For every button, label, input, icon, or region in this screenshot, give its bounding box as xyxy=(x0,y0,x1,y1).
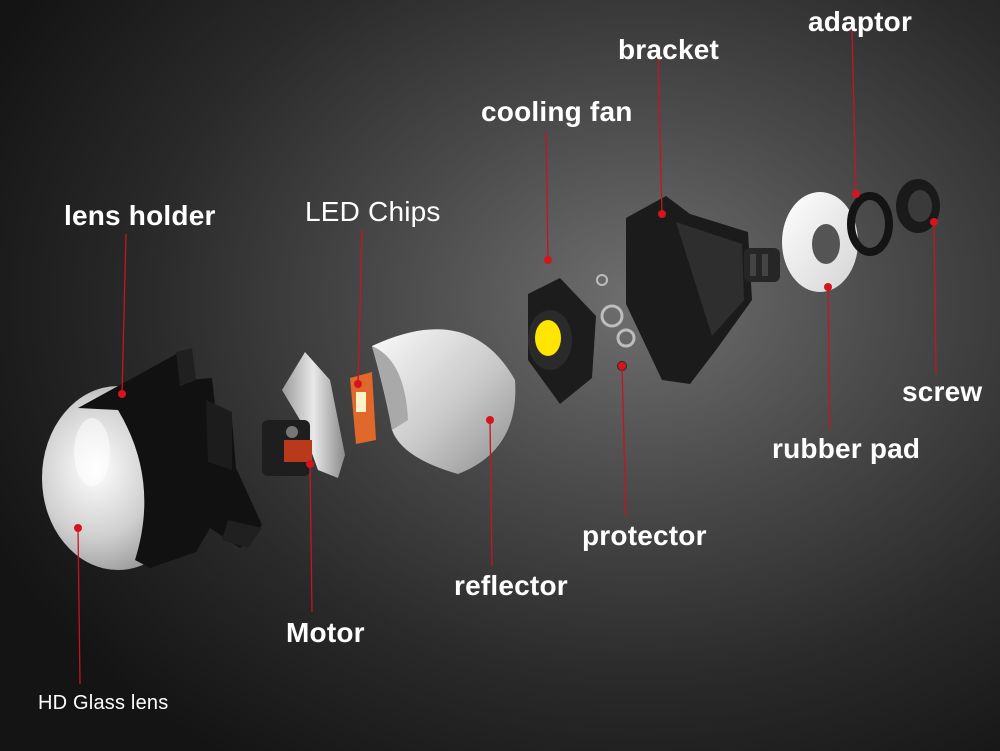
dot-cooling-fan xyxy=(544,256,552,264)
dot-motor xyxy=(306,460,314,468)
label-protector: protector xyxy=(582,520,707,552)
rubber-pad-part xyxy=(782,192,858,292)
leader-line-lens-holder xyxy=(122,234,126,394)
leader-line-led-chips xyxy=(358,230,362,384)
dot-reflector xyxy=(486,416,494,424)
leader-line-screw xyxy=(934,222,936,374)
dot-protector xyxy=(618,362,626,370)
reflector-part xyxy=(372,329,515,474)
dot-bracket xyxy=(658,210,666,218)
leader-line-bracket xyxy=(658,58,662,214)
motor-part xyxy=(262,352,345,478)
dot-lens-holder xyxy=(118,390,126,398)
dot-hd-glass-lens xyxy=(74,524,82,532)
label-reflector: reflector xyxy=(454,570,568,602)
label-bracket: bracket xyxy=(618,34,719,66)
leader-line-cooling-fan xyxy=(546,132,548,260)
label-rubber-pad: rubber pad xyxy=(772,433,920,465)
label-screw: screw xyxy=(902,376,982,408)
led-chip-part xyxy=(350,372,376,444)
cooling-fan-part xyxy=(528,278,596,404)
label-led-chips: LED Chips xyxy=(305,196,441,228)
leader-line-motor xyxy=(310,464,312,612)
leader-line-rubber-pad xyxy=(828,287,830,430)
bracket-part xyxy=(626,196,780,384)
dot-rubber-pad xyxy=(824,283,832,291)
label-motor: Motor xyxy=(286,617,365,649)
label-hd-glass-lens: HD Glass lens xyxy=(38,692,168,715)
leader-line-protector xyxy=(622,366,626,516)
dot-adaptor xyxy=(852,190,860,198)
label-lens-holder: lens holder xyxy=(64,200,216,232)
adaptor-part xyxy=(851,196,889,252)
label-cooling-fan: cooling fan xyxy=(481,96,633,128)
leader-line-adaptor xyxy=(852,30,856,194)
label-adaptor: adaptor xyxy=(808,6,912,38)
dot-screw xyxy=(930,218,938,226)
dot-led-chips xyxy=(354,380,362,388)
